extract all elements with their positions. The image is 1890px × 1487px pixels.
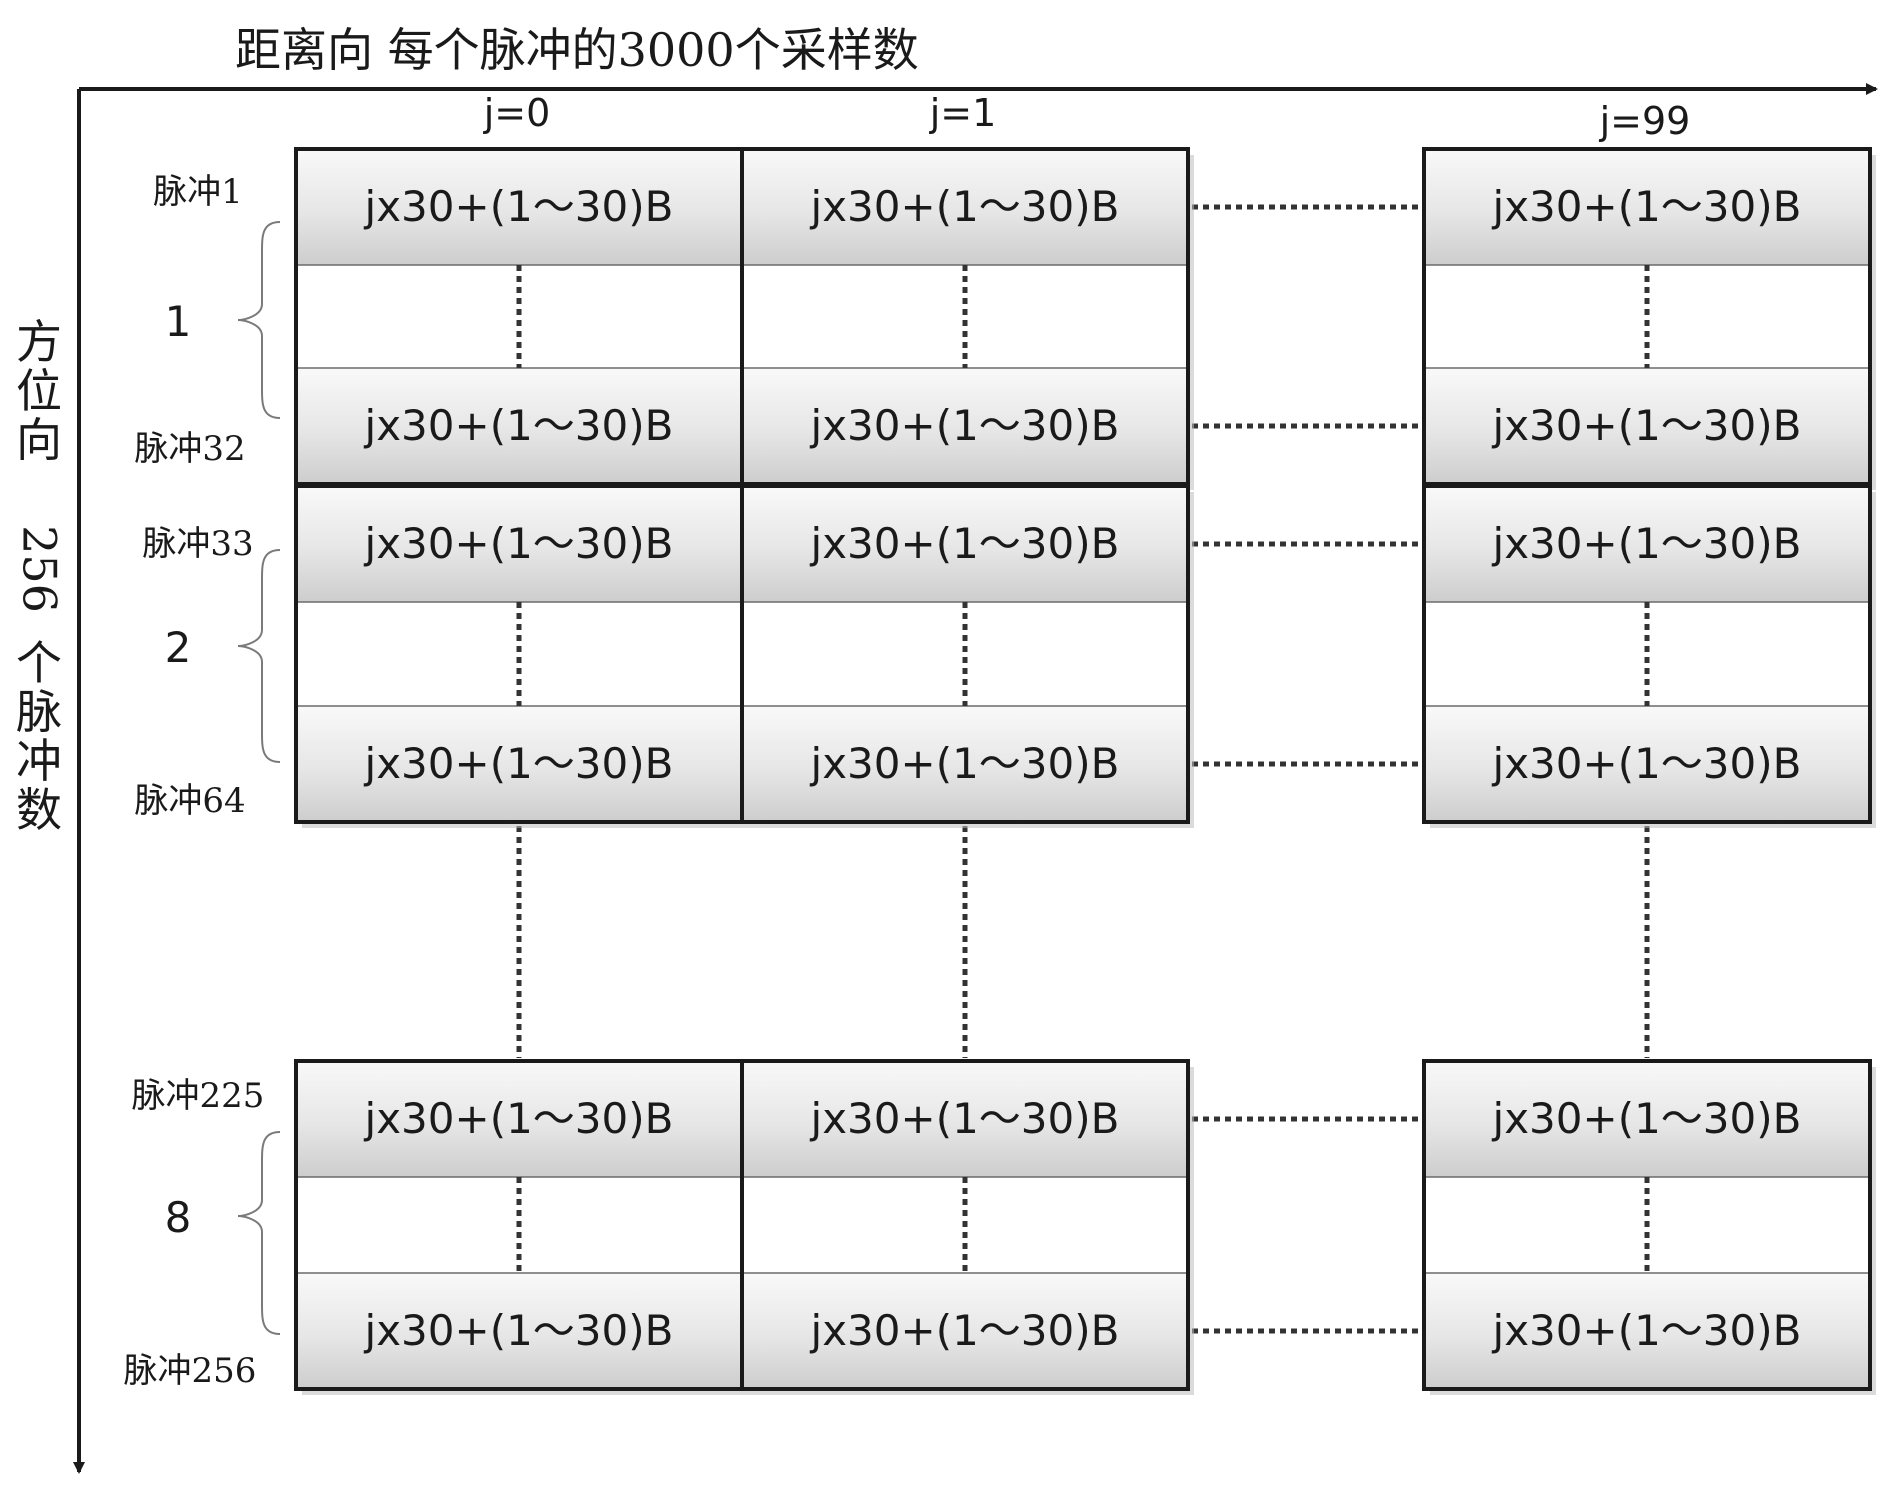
- data-block: jx30+(1～30)B jx30+(1～30)B: [294, 484, 748, 828]
- data-block: jx30+(1～30)B jx30+(1～30)B: [740, 484, 1194, 828]
- cell-text: jx30+(1～30)B: [364, 1094, 674, 1143]
- cell-top: [1424, 1061, 1870, 1177]
- pulse-end-label: 脉冲64: [134, 781, 245, 821]
- cell-text: jx30+(1～30)B: [1492, 182, 1802, 231]
- cell-text: jx30+(1～30)B: [1492, 401, 1802, 450]
- azimuth-count-char: 脉: [16, 685, 62, 739]
- group-number: 2: [165, 623, 192, 672]
- cell-bottom: [296, 1273, 742, 1389]
- cell-bottom: [742, 1273, 1188, 1389]
- blocks: jx30+(1～30)Bjx30+(1～30)Bjx30+(1～30)Bjx30…: [294, 147, 1876, 1395]
- cell-bottom: [742, 706, 1188, 822]
- cell-text: jx30+(1～30)B: [1492, 1306, 1802, 1355]
- data-block: jx30+(1～30)B jx30+(1～30)B: [1422, 1059, 1876, 1395]
- cell-top: [296, 486, 742, 602]
- data-block: jx30+(1～30)B jx30+(1～30)B: [294, 1059, 748, 1395]
- cell-top: [1424, 149, 1870, 265]
- group-brace: [237, 221, 281, 419]
- column-label: j=99: [1599, 99, 1691, 143]
- cell-text: jx30+(1～30)B: [810, 739, 1120, 788]
- range-axis-label: 距离向 每个脉冲的3000个采样数: [235, 23, 919, 77]
- cell-text: jx30+(1～30)B: [364, 1306, 674, 1355]
- pulse-end-label: 脉冲32: [134, 429, 245, 469]
- pulse-start-label: 脉冲225: [132, 1076, 265, 1116]
- group-number: 1: [165, 297, 192, 346]
- azimuth-char: 位: [16, 364, 62, 418]
- cell-top: [1424, 486, 1870, 602]
- data-block: jx30+(1～30)B jx30+(1～30)B: [1422, 147, 1876, 490]
- cell-text: jx30+(1～30)B: [364, 739, 674, 788]
- cell-text: jx30+(1～30)B: [810, 1094, 1120, 1143]
- axes: [73, 83, 1878, 1474]
- group-brace: [237, 1131, 281, 1335]
- block-border: [740, 484, 1190, 824]
- cell-text: jx30+(1～30)B: [1492, 739, 1802, 788]
- azimuth-axis-label: 方 位 向 256 个 脉 冲 数: [13, 315, 67, 837]
- cell-top: [296, 149, 742, 265]
- cell-text: jx30+(1～30)B: [810, 182, 1120, 231]
- block-border: [1422, 1059, 1872, 1391]
- pulse-start-label: 脉冲33: [142, 524, 253, 564]
- block-border: [1422, 484, 1872, 824]
- azimuth-count-char: 数: [16, 783, 62, 837]
- cell-text: jx30+(1～30)B: [810, 1306, 1120, 1355]
- cell-text: jx30+(1～30)B: [1492, 519, 1802, 568]
- cell-top: [742, 486, 1188, 602]
- cell-bottom: [296, 368, 742, 484]
- group-brace: [237, 549, 281, 763]
- column-label: j=0: [483, 91, 551, 135]
- cell-top: [742, 149, 1188, 265]
- azimuth-count-char: 冲: [16, 734, 62, 788]
- pulse-start-label: 脉冲1: [153, 172, 243, 212]
- cell-text: jx30+(1～30)B: [810, 519, 1120, 568]
- azimuth-char: 方: [16, 315, 62, 369]
- data-block: jx30+(1～30)B jx30+(1～30)B: [740, 147, 1194, 490]
- cell-top: [742, 1061, 1188, 1177]
- block-border: [740, 1059, 1190, 1391]
- connectors: [516, 204, 1650, 1334]
- cell-bottom: [1424, 706, 1870, 822]
- cell-bottom: [1424, 368, 1870, 484]
- group-number: 8: [165, 1193, 192, 1242]
- azimuth-count-char: 个: [16, 636, 62, 690]
- cell-text: jx30+(1～30)B: [364, 182, 674, 231]
- cell-text: jx30+(1～30)B: [810, 401, 1120, 450]
- data-block: jx30+(1～30)B jx30+(1～30)B: [740, 1059, 1194, 1395]
- column-label: j=1: [929, 91, 997, 135]
- cell-bottom: [742, 368, 1188, 484]
- cell-text: jx30+(1～30)B: [364, 519, 674, 568]
- data-block: jx30+(1～30)B jx30+(1～30)B: [294, 147, 748, 490]
- labels: j=0 j=1 j=99 脉冲1 脉冲32 1 脉冲33 脉冲64 2 脉冲225 脉冲256 8: [124, 91, 1691, 1391]
- data-block: jx30+(1～30)B jx30+(1～30)B: [1422, 484, 1876, 828]
- cell-top: [296, 1061, 742, 1177]
- cell-bottom: [296, 706, 742, 822]
- cell-bottom: [1424, 1273, 1870, 1389]
- cell-text: jx30+(1～30)B: [364, 401, 674, 450]
- cell-text: jx30+(1～30)B: [1492, 1094, 1802, 1143]
- azimuth-char: 向: [16, 413, 62, 467]
- pulse-end-label: 脉冲256: [124, 1351, 257, 1391]
